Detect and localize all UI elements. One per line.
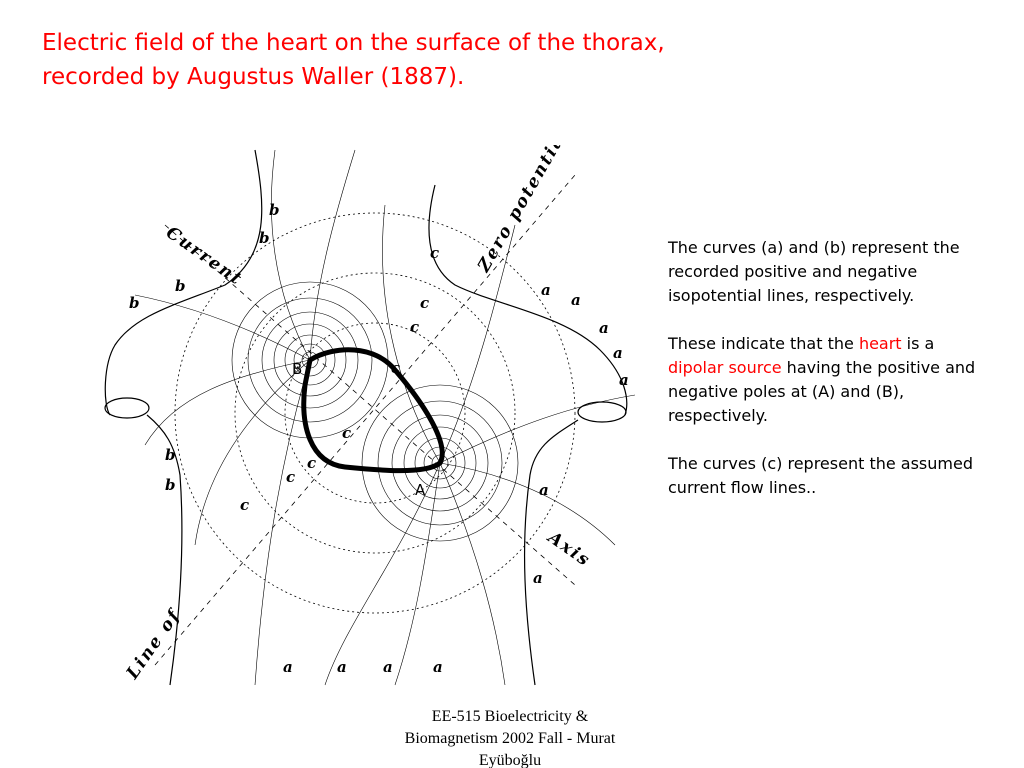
curve-c-label: c (286, 468, 295, 486)
axis-label: Axis (542, 527, 594, 572)
curve-a-label: a (613, 344, 623, 362)
waller-thorax-diagram: B A Zero potential Current Line of Axis … (95, 145, 655, 690)
curve-b-label: b (269, 201, 280, 219)
curve-c-label: c (307, 454, 316, 472)
pole-b-label: B (292, 360, 302, 378)
dipolar-source-highlight: dipolar source (668, 358, 782, 377)
footer-line-3: Eyüboğlu (478, 752, 542, 768)
title-line-2: recorded by Augustus Waller (1887). (42, 64, 465, 90)
curve-a-label: a (539, 481, 549, 499)
slide-title: Electric field of the heart on the surfa… (42, 26, 942, 94)
dipole-text-1: These indicate that the (668, 334, 859, 353)
torso-outline (104, 149, 628, 686)
paragraph-curves-ab: The curves (a) and (b) represent the rec… (668, 238, 960, 305)
current-flow-lines (174, 212, 576, 614)
curve-a-label: a (433, 658, 443, 676)
dipole-text-3: having the positive and negative poles a… (668, 358, 976, 425)
curve-c-label: c (430, 244, 439, 262)
curve-a-label: a (541, 281, 551, 299)
curve-b-label: b (129, 294, 140, 312)
curve-a-label: a (533, 569, 543, 587)
curve-b-label: b (175, 277, 186, 295)
heart-outline (301, 347, 445, 474)
curve-b-label: b (165, 476, 176, 494)
footer-line-1: EE-515 Bioelectricity & (431, 708, 589, 725)
curve-c-label: c (240, 496, 249, 514)
line-of-label: Line of (122, 605, 185, 684)
title-line-1: Electric field of the heart on the surfa… (42, 30, 665, 56)
equipotential-lines (134, 149, 636, 686)
curve-a-label: a (337, 658, 347, 676)
curve-c-label: c (420, 294, 429, 312)
curve-a-label: a (383, 658, 393, 676)
curve-a-label: a (599, 319, 609, 337)
pole-a-label: A (415, 481, 426, 499)
heart-highlight: heart (858, 334, 902, 353)
dipole-text-2: is a (901, 334, 935, 353)
curve-c-label: c (342, 424, 351, 442)
curve-b-label: b (259, 229, 270, 247)
curve-c-label: c (391, 359, 400, 377)
curve-b-label: b (165, 446, 176, 464)
zero-potential-label: Zero potential (474, 145, 574, 276)
curve-c-label: c (410, 318, 419, 336)
footer-line-2: Biomagnetism 2002 Fall - Murat (404, 730, 616, 747)
slide-footer: EE-515 Bioelectricity & Biomagnetism 200… (360, 706, 660, 768)
paragraph-dipole: These indicate that the heart is a dipol… (668, 332, 988, 428)
curve-a-label: a (619, 371, 629, 389)
thorax-field-svg: B A Zero potential Current Line of Axis … (104, 145, 636, 686)
curve-a-label: a (283, 658, 293, 676)
explanation-text: The curves (a) and (b) represent the rec… (668, 236, 988, 524)
paragraph-curves-c: The curves (c) represent the assumed cur… (668, 454, 973, 497)
axis-lines (154, 174, 576, 666)
curve-a-label: a (571, 291, 581, 309)
